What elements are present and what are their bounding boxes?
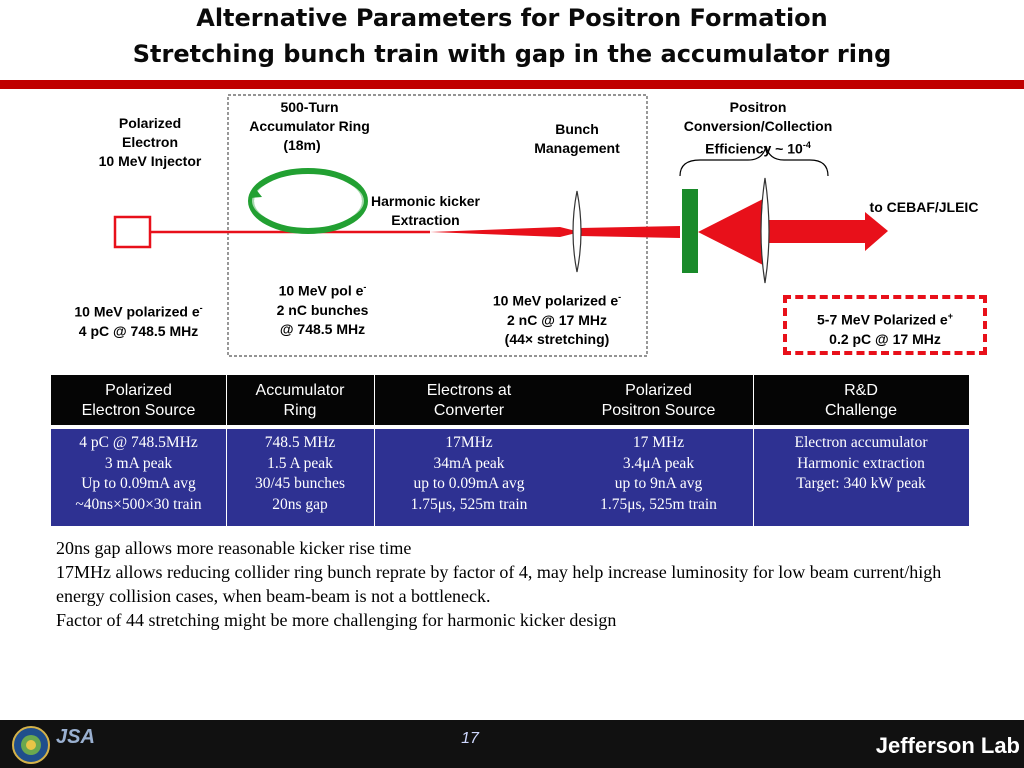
notes-block: 20ns gap allows more reasonable kicker r…: [56, 536, 956, 632]
jefferson-lab-logo: Jefferson Lab: [875, 733, 1020, 758]
beam1-label: 10 MeV polarized e- 4 pC @ 748.5 MHz: [74, 303, 203, 339]
note-line: 17MHz allows reducing collider ring bunc…: [56, 562, 942, 606]
cebaf-label: to CEBAF/JLEIC: [869, 199, 979, 215]
page-title-line1: Alternative Parameters for Positron Form…: [196, 4, 828, 32]
harmonic-kicker-label: Harmonic kicker Extraction: [371, 193, 480, 228]
beam4-label: 5-7 MeV Polarized e+ 0.2 pC @ 17 MHz: [817, 311, 953, 347]
positron-beam-arrow: [765, 212, 888, 251]
note-line: 20ns gap allows more reasonable kicker r…: [56, 538, 412, 558]
table-header: [51, 375, 969, 425]
positron-output-box: [783, 295, 987, 355]
doe-seal-icon: [12, 726, 50, 764]
page-number: 17: [461, 730, 479, 747]
positron-cone: [698, 198, 765, 266]
ring-label: 500-Turn Accumulator Ring (18m): [249, 99, 370, 153]
beam2-label: 10 MeV pol e- 2 nC bunches @ 748.5 MHz: [276, 282, 369, 337]
collection-lens: [760, 177, 770, 284]
curly-brace: [679, 145, 829, 177]
beamline-diagram: [113, 94, 888, 357]
extracted-beam: [430, 227, 580, 237]
positron-collection-label: Positron Conversion/Collection Efficienc…: [683, 99, 833, 157]
beam3-label: 10 MeV polarized e- 2 nC @ 17 MHz (44× s…: [492, 292, 622, 347]
injector-label: Polarized Electron 10 MeV Injector: [98, 115, 202, 169]
jsa-logo: JSA: [56, 726, 95, 748]
note-line: Factor of 44 stretching might be more ch…: [56, 610, 617, 630]
converter-target: [682, 189, 698, 273]
accumulator-ring: [248, 168, 368, 234]
bunch-management-lens: [572, 190, 582, 273]
table-body: [51, 429, 969, 526]
footer-bar: [0, 720, 1024, 768]
bunch-management-label: Bunch Management: [534, 121, 620, 156]
page-title-line2: Stretching bunch train with gap in the a…: [132, 40, 892, 68]
title-divider-bar: [0, 80, 1024, 89]
injector-box: [113, 215, 152, 249]
